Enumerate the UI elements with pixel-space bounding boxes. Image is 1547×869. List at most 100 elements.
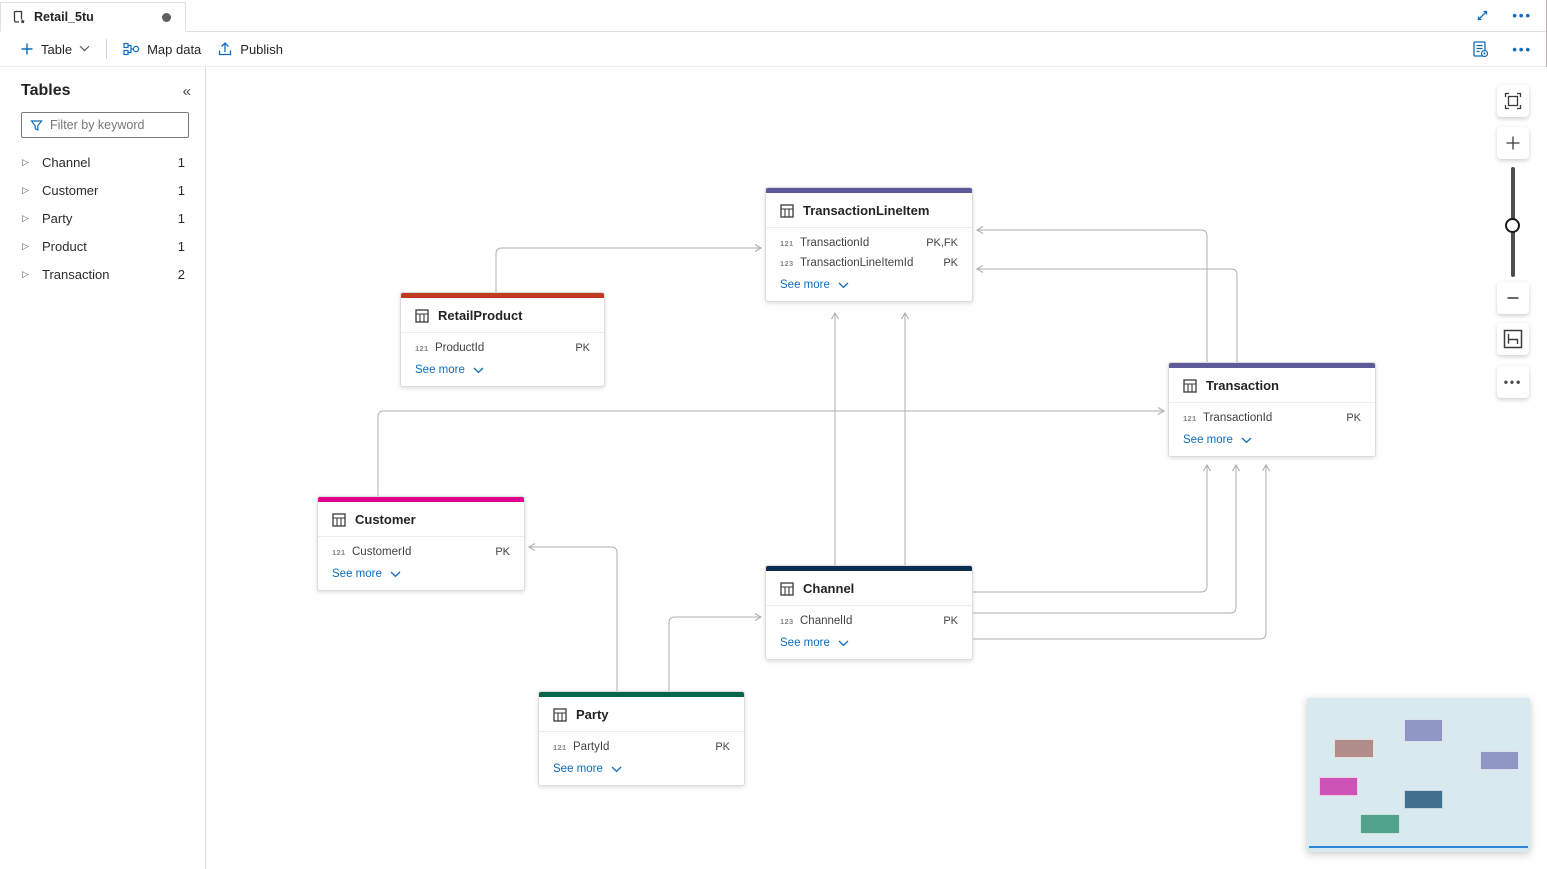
- entity-header[interactable]: Party: [539, 697, 744, 732]
- relationship-channel-to-transaction[interactable]: [973, 463, 1270, 640]
- entity-color-bar: [766, 188, 972, 193]
- minimap[interactable]: [1307, 698, 1530, 852]
- field-row-customerid[interactable]: 121 CustomerId PK: [318, 542, 524, 562]
- entity-transaction[interactable]: Transaction 121 TransactionId PK See mor…: [1168, 362, 1376, 457]
- properties-settings-icon[interactable]: [1469, 38, 1492, 61]
- field-row-transactionlineitemid[interactable]: 123 TransactionLineItemId PK: [766, 253, 972, 273]
- entity-party[interactable]: Party 121 PartyId PK See more: [538, 691, 745, 786]
- toolbar-divider: [106, 39, 108, 59]
- relationship-customer-to-transaction[interactable]: [377, 407, 1166, 496]
- see-more-label: See more: [780, 637, 830, 649]
- see-more-label: See more: [780, 279, 830, 291]
- tree-item-label: Product: [42, 238, 87, 254]
- entity-channel[interactable]: Channel 123 ChannelId PK See more: [765, 565, 973, 660]
- tab-bar: Retail_5tu •••: [0, 0, 1546, 32]
- see-more-link[interactable]: See more: [766, 631, 863, 659]
- entity-transactionlineitem[interactable]: TransactionLineItem 121 TransactionId PK…: [765, 187, 973, 302]
- entity-header[interactable]: RetailProduct: [401, 298, 604, 333]
- see-more-link[interactable]: See more: [539, 757, 636, 785]
- chevron-right-icon[interactable]: ▷: [22, 240, 29, 251]
- toolbar-more-options-icon[interactable]: •••: [1512, 41, 1532, 57]
- see-more-link[interactable]: See more: [401, 358, 498, 386]
- chevron-down-icon: [838, 640, 849, 647]
- chevron-right-icon[interactable]: ▷: [22, 156, 29, 167]
- tree-item-label: Party: [42, 210, 73, 226]
- see-more-link[interactable]: See more: [766, 273, 863, 301]
- collapse-panel-icon[interactable]: «: [182, 82, 191, 100]
- diagram-canvas[interactable]: TransactionLineItem 121 TransactionId PK…: [206, 67, 1547, 869]
- database-model-icon: [11, 9, 27, 25]
- relationship-channel-to-transaction[interactable]: [973, 463, 1240, 614]
- relationship-party-to-channel[interactable]: [668, 613, 763, 691]
- chevron-right-icon[interactable]: ▷: [22, 212, 29, 223]
- entity-customer[interactable]: Customer 121 CustomerId PK See more: [317, 496, 525, 591]
- field-name: TransactionLineItemId: [800, 257, 914, 269]
- entity-color-bar: [1169, 363, 1375, 368]
- entity-color-bar: [401, 293, 604, 298]
- table-grid-icon: [553, 707, 567, 722]
- tree-item-label: Customer: [42, 182, 99, 198]
- zoom-slider-handle[interactable]: [1505, 218, 1520, 233]
- publish-upload-icon: [217, 41, 233, 57]
- see-more-link[interactable]: See more: [318, 562, 415, 590]
- minimap-toggle-button[interactable]: [1497, 323, 1529, 355]
- minimap-viewport-indicator[interactable]: [1309, 846, 1528, 848]
- numeric-type-icon: 121: [553, 742, 567, 752]
- entity-header[interactable]: TransactionLineItem: [766, 193, 972, 228]
- zoom-in-button[interactable]: [1497, 127, 1529, 159]
- map-data-button[interactable]: Map data: [115, 35, 209, 63]
- key-badge: PK: [495, 546, 510, 558]
- relationship-transaction-to-transactionlineitem[interactable]: [975, 265, 1238, 362]
- publish-button[interactable]: Publish: [209, 35, 291, 63]
- table-grid-icon: [1183, 378, 1197, 393]
- relationship-lines: [377, 226, 1270, 691]
- add-table-button[interactable]: Table: [12, 36, 98, 63]
- relationship-transaction-to-transactionlineitem[interactable]: [975, 226, 1208, 362]
- field-name: ChannelId: [800, 615, 853, 627]
- chevron-right-icon[interactable]: ▷: [22, 268, 29, 279]
- table-grid-icon: [780, 203, 794, 218]
- fit-to-screen-button[interactable]: [1497, 85, 1529, 117]
- minimap-rect-transactionlineitem: [1404, 719, 1443, 742]
- field-row-channelid[interactable]: 123 ChannelId PK: [766, 611, 972, 631]
- minimap-rect-channel: [1404, 790, 1443, 809]
- see-more-label: See more: [415, 364, 465, 376]
- filter-input[interactable]: [50, 118, 170, 132]
- chevron-down-icon: [838, 282, 849, 289]
- entity-color-bar: [766, 566, 972, 571]
- field-row-transactionid[interactable]: 121 TransactionId PK: [1169, 408, 1375, 428]
- key-badge: PK: [943, 615, 958, 627]
- expand-window-icon[interactable]: [1473, 6, 1492, 25]
- relationship-channel-to-transaction[interactable]: [973, 463, 1211, 593]
- field-row-partyid[interactable]: 121 PartyId PK: [539, 737, 744, 757]
- relationship-party-to-customer[interactable]: [527, 543, 618, 691]
- relationship-retailproduct-to-transactionlineitem[interactable]: [495, 244, 763, 292]
- plus-icon: [20, 42, 34, 56]
- chevron-right-icon[interactable]: ▷: [22, 184, 29, 195]
- key-badge: PK: [715, 741, 730, 753]
- entity-header[interactable]: Transaction: [1169, 368, 1375, 403]
- entity-retailproduct[interactable]: RetailProduct 121 ProductId PK See more: [400, 292, 605, 387]
- table-grid-icon: [332, 512, 346, 527]
- minimap-rect-transaction: [1480, 751, 1519, 770]
- canvas-more-options-icon[interactable]: •••: [1497, 366, 1529, 398]
- field-row-productid[interactable]: 121 ProductId PK: [401, 338, 604, 358]
- map-data-icon: [123, 41, 140, 57]
- numeric-type-icon: 121: [1183, 413, 1197, 423]
- entity-header[interactable]: Customer: [318, 502, 524, 537]
- see-more-link[interactable]: See more: [1169, 428, 1266, 456]
- entity-header[interactable]: Channel: [766, 571, 972, 606]
- tab-more-options-icon[interactable]: •••: [1512, 7, 1532, 23]
- tab-retail-5tu[interactable]: Retail_5tu: [0, 2, 186, 32]
- toolbar: Table Map data Publish •••: [0, 32, 1546, 67]
- field-row-transactionid[interactable]: 121 TransactionId PK,FK: [766, 233, 972, 253]
- see-more-label: See more: [332, 568, 382, 580]
- field-name: TransactionId: [800, 237, 870, 249]
- chevron-down-icon: [79, 44, 90, 54]
- zoom-out-button[interactable]: [1497, 282, 1529, 314]
